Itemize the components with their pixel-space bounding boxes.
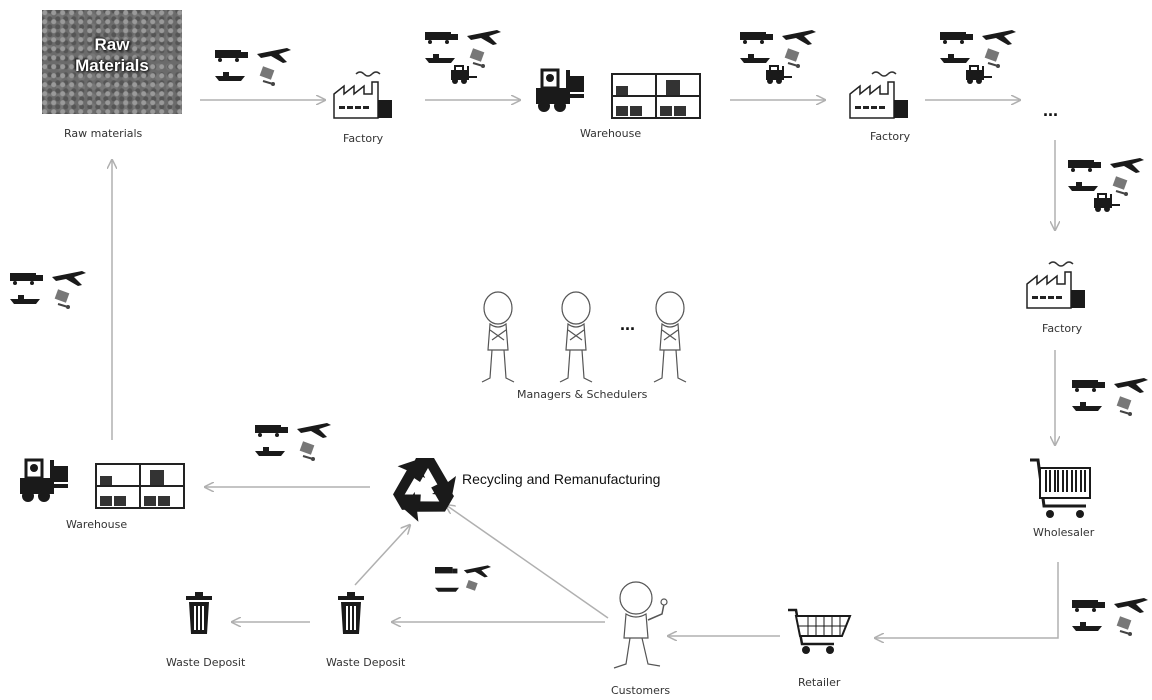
node-label-ellipsis-top: ... — [1043, 100, 1059, 120]
node-label-warehouse-2: Warehouse — [66, 518, 128, 531]
factory-icon — [333, 71, 393, 119]
node-label-raw-materials: Raw materials — [64, 127, 143, 140]
recycle-icon — [393, 458, 456, 522]
ship-icon — [435, 587, 459, 592]
forklift-icon — [18, 458, 70, 504]
node-label-retailer: Retailer — [798, 676, 841, 689]
factory-icon — [849, 71, 909, 119]
transport-cluster-8 — [254, 422, 332, 462]
forklift-icon — [534, 68, 586, 114]
node-label-factory-2: Factory — [870, 130, 911, 143]
node-label-recycling: Recycling and Remanufacturing — [462, 471, 661, 487]
node-label-waste-deposit-2: Waste Deposit — [326, 656, 406, 669]
truck-icon — [435, 567, 458, 574]
transport-cluster-1 — [214, 47, 292, 87]
transport-cluster-7 — [1071, 597, 1149, 637]
managers-ellipsis: ... — [620, 314, 636, 334]
transport-cluster-2 — [425, 30, 501, 84]
person-icon — [653, 291, 687, 383]
person-icon — [481, 291, 515, 383]
node-label-customers: Customers — [611, 684, 671, 697]
node-label-waste-deposit-1: Waste Deposit — [166, 656, 246, 669]
shopping-cart-icon — [788, 608, 852, 654]
node-label-factory-1: Factory — [343, 132, 384, 145]
transport-cluster-9 — [9, 270, 87, 310]
node-label-factory-3: Factory — [1042, 322, 1083, 335]
person-icon — [613, 581, 668, 669]
node-label-warehouse-1: Warehouse — [580, 127, 642, 140]
warehouse-icon — [95, 463, 185, 509]
node-label-managers: Managers & Schedulers — [517, 388, 648, 401]
node-label-wholesaler: Wholesaler — [1033, 526, 1095, 539]
transport-cluster-3 — [740, 30, 816, 84]
hand-truck-icon — [465, 579, 478, 591]
factory-icon — [1026, 261, 1086, 309]
raw-materials-image — [42, 10, 182, 114]
trash-can-icon — [186, 592, 212, 634]
airplane-icon — [463, 565, 491, 578]
warehouse-icon — [611, 73, 701, 119]
arrow-waste-to-recycling — [354, 525, 410, 586]
transport-cluster-4 — [940, 30, 1016, 84]
transport-cluster-10 — [435, 565, 491, 592]
arrow-customers-to-recycling — [446, 505, 609, 619]
person-icon — [559, 291, 593, 383]
transport-cluster-5 — [1068, 158, 1144, 212]
trash-can-icon — [338, 592, 364, 634]
raw-materials-image-text: Raw Materials — [75, 35, 149, 75]
arrow-wholesaler-to-retailer — [875, 562, 1059, 638]
transport-cluster-6 — [1071, 377, 1149, 417]
shopping-cart-icon — [1030, 458, 1091, 518]
